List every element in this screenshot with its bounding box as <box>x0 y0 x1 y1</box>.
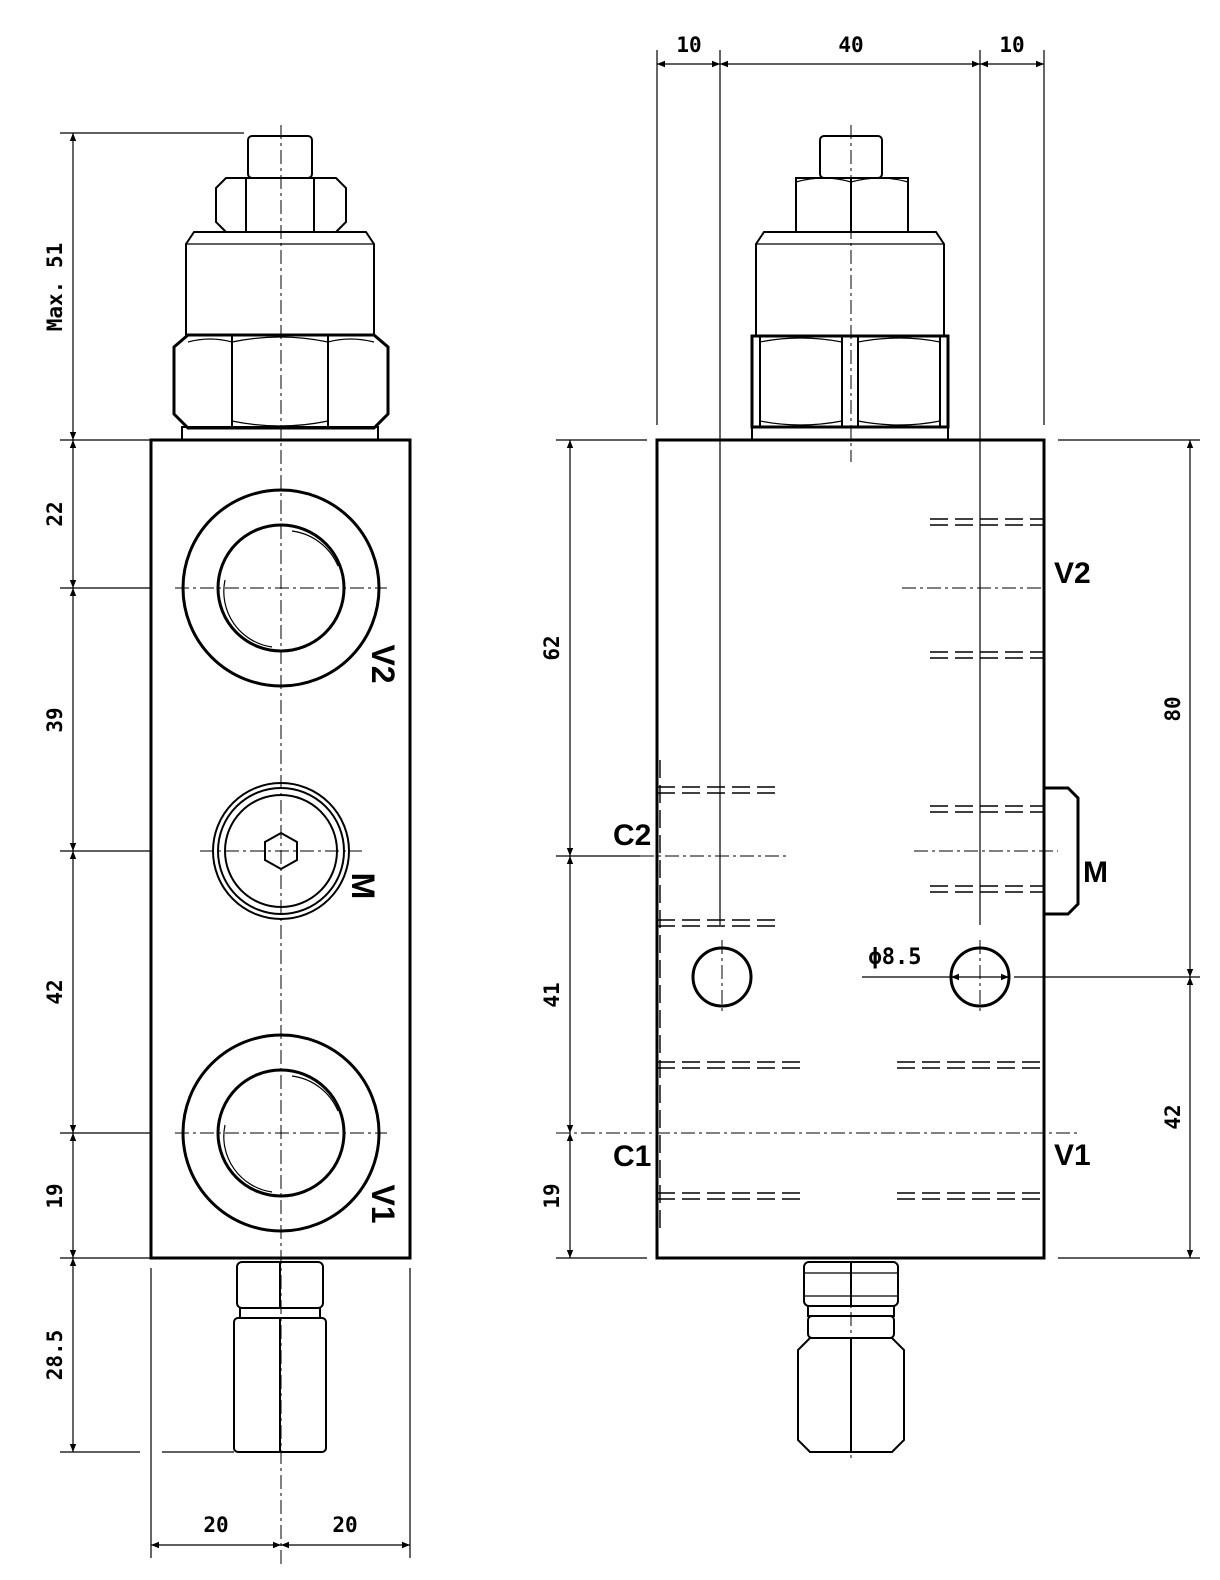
front-top-cartridge <box>172 135 390 441</box>
dim-top-10-right: 10 <box>999 33 1024 57</box>
dim-front-39: 39 <box>43 707 67 732</box>
dim-front-19: 19 <box>43 1183 67 1208</box>
dim-top-40: 40 <box>838 33 863 57</box>
dim-hole-diameter: ϕ8.5 <box>869 945 922 970</box>
front-view: Max. 51 22 39 42 19 28.5 20 20 V2 M V1 <box>43 125 412 1568</box>
dim-width-20-left: 20 <box>203 1513 228 1537</box>
side-valve-body <box>655 438 1046 1260</box>
dim-max-51: Max. 51 <box>43 243 67 332</box>
dim-side-42: 42 <box>1161 1104 1185 1129</box>
dim-width-20-right: 20 <box>332 1513 357 1537</box>
dim-side-19: 19 <box>540 1183 564 1208</box>
side-label-v2: V2 <box>1054 557 1091 590</box>
dim-front-42: 42 <box>43 979 67 1004</box>
side-top-cartridge <box>750 135 950 441</box>
front-label-v1: V1 <box>365 1184 401 1223</box>
side-m-plug <box>1042 786 1080 916</box>
front-label-v2: V2 <box>365 644 401 683</box>
dim-side-80: 80 <box>1161 696 1185 721</box>
side-label-v1: V1 <box>1054 1139 1091 1172</box>
side-view: 10 40 10 62 41 19 80 42 ϕ8.5 C2 C1 V2 M … <box>540 33 1200 1462</box>
dim-side-62: 62 <box>540 635 564 660</box>
dim-side-41: 41 <box>540 982 564 1007</box>
side-hidden-lines <box>657 518 1044 1230</box>
dim-top-10-left: 10 <box>676 33 701 57</box>
front-label-m: M <box>345 873 381 900</box>
front-bottom-fitting <box>233 1261 327 1453</box>
dim-front-28-5: 28.5 <box>43 1330 67 1381</box>
dim-front-22: 22 <box>43 501 67 526</box>
side-label-c1: C1 <box>613 1140 651 1173</box>
side-label-m: M <box>1083 856 1108 889</box>
side-label-c2: C2 <box>613 819 651 852</box>
